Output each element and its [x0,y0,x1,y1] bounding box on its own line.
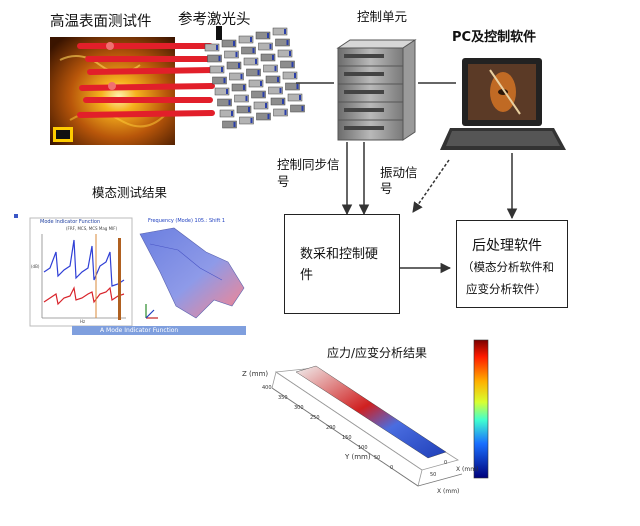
modal-plot-title: Mode Indicator Function [40,219,101,225]
modal-frf-plot [29,217,133,327]
laser-head-unit [280,60,295,69]
stress-y-axis-label: Y (mm) [345,453,371,461]
laser-head-unit [224,50,239,59]
stress-x-axis-label-bottom: X (mm) [437,488,460,495]
laser-head-unit [265,75,281,84]
laser-head-unit [256,112,271,121]
laser-head-unit [270,97,286,106]
modal-plot-subtitle: (FRF, MCS, MCS Mag MIF) [66,226,118,231]
laser-head-unit [290,104,305,113]
laser-head-unit [239,116,254,125]
post-processing-box [456,220,568,308]
stress-y-tick-label: 50 [374,455,381,461]
modal-plot-xlabel: Hz [80,319,86,324]
laser-head-unit [246,68,261,77]
laser-head-unit [260,53,276,62]
stress-x-axis-label: X (mm) [456,466,479,473]
stress-y-tick-label: 0 [390,465,394,471]
plot-marker [14,214,18,218]
laser-head-unit [277,49,293,58]
stress-y-tick-label: 350 [278,395,288,401]
label-sync-signal-line1: 控制同步信 [277,157,340,172]
label-daq-hardware-line2: 件 [300,268,314,283]
laser-head-unit [214,87,230,96]
label-post-processing-sub2: 应变分析软件） [466,282,547,296]
laser-head-unit [231,83,247,92]
stress-x-tick-label: 0 [444,460,448,466]
label-sync-signal-line2: 号 [277,174,290,189]
stress-y-tick-label: 150 [342,435,352,441]
stress-colorbar [473,339,489,479]
stress-y-tick-label: 250 [310,415,320,421]
reference-laser-head [216,26,222,40]
laser-head-unit [229,72,244,81]
laser-head-unit [258,42,273,51]
label-pc-software: PC及控制软件 [452,30,537,45]
daq-hardware-box [284,214,400,314]
laser-head-unit [255,31,271,40]
control-unit-rack [336,39,417,141]
laser-head-unit [226,61,242,70]
label-modal-result: 模态测试结果 [92,185,168,200]
label-test-piece: 高温表面测试件 [50,14,152,30]
laser-head-unit [234,94,249,103]
hot-surface-test-piece-image [50,37,175,145]
laser-head-unit [219,109,235,118]
laser-head-unit [253,101,269,110]
laser-head-unit [251,90,266,99]
stress-strain-plot [271,365,463,487]
label-post-processing-sub1: （模态分析软件和 [462,260,554,274]
modal-plot-ylabel: (dB) [31,264,40,269]
laser-beams [77,42,219,118]
laser-head-unit [248,79,264,88]
laser-head-unit [209,65,225,74]
stress-y-tick-label: 300 [294,405,304,411]
stress-y-tick-label: 400 [262,385,272,391]
laser-head-array [204,26,305,129]
label-daq-hardware-line1: 数采和控制硬 [300,247,379,262]
connectors [296,82,518,274]
stress-y-tick-label: 100 [358,445,368,451]
label-vibration-signal-line2: 号 [380,181,393,196]
laser-head-unit [204,43,220,52]
laser-head-unit [263,64,278,73]
modal-footer-text: A Mode Indicator Function [100,327,179,334]
laser-head-unit [282,71,298,80]
laser-head-unit [217,98,232,107]
laser-head-unit [275,38,290,47]
laser-head-unit [273,108,288,117]
stress-y-tick-label: 200 [326,425,336,431]
laser-head-unit [243,57,259,66]
label-vibration-signal-line1: 振动信 [380,165,418,180]
mode-shape-plot [133,216,249,326]
laser-head-unit [285,82,300,91]
laser-head-unit [236,105,252,114]
pc-to-daq-arrow [412,159,450,213]
laser-head-unit [207,54,222,63]
laser-head-unit [222,120,237,129]
laser-head-unit [268,86,283,95]
laser-head-unit [241,46,256,55]
label-control-unit: 控制单元 [357,9,408,24]
laser-head-unit [212,76,227,85]
modal-footer-bar [72,326,246,335]
pc-laptop [440,58,566,150]
laser-head-unit [287,93,303,102]
label-post-processing-title: 后处理软件 [472,238,542,254]
laser-head-unit [238,35,254,44]
label-laser-head: 参考激光头 [178,12,251,28]
label-stress-result: 应力/应变分析结果 [327,346,428,360]
laser-head-unit [221,39,237,48]
stress-x-tick-label: 50 [430,472,437,478]
mode-shape-title: Frequency (Mode) 105.: Shift 1 [148,218,226,224]
laser-head-unit [272,27,288,36]
stress-z-axis-label: Z (mm) [242,370,269,378]
